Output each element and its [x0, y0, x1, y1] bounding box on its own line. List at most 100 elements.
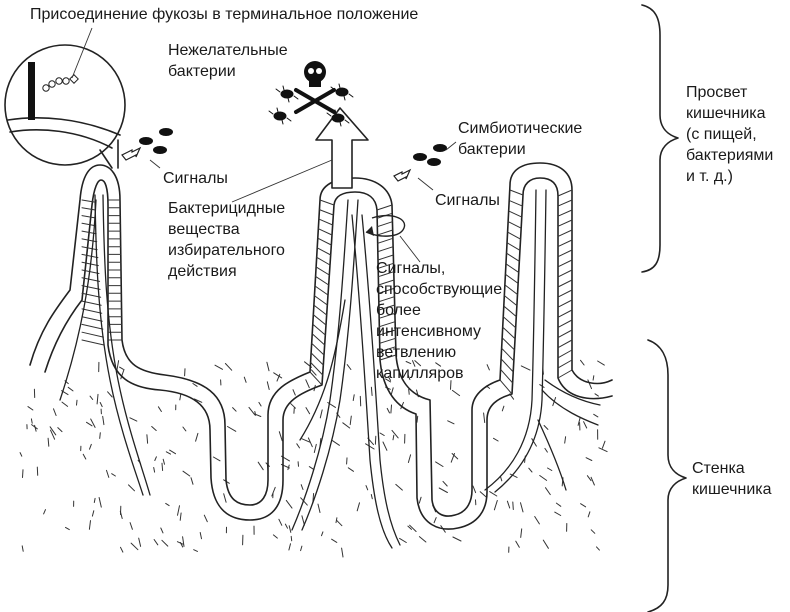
epithelial-cell-divider	[557, 329, 573, 339]
tissue-stroke	[61, 401, 69, 407]
epithelial-cell-divider	[81, 323, 104, 330]
tissue-stroke	[203, 514, 208, 523]
epithelial-cell-divider	[309, 371, 323, 386]
tissue-stroke	[301, 515, 305, 526]
tissue-stroke	[165, 451, 171, 455]
tissue-stroke	[67, 386, 74, 392]
tissue-stroke	[392, 434, 395, 441]
tissue-stroke	[545, 487, 551, 496]
tissue-stroke	[506, 500, 511, 509]
tissue-stroke	[300, 484, 304, 490]
epithelial-cell-divider	[501, 347, 515, 362]
tissue-stroke	[266, 381, 270, 390]
epithelial-cell-divider	[557, 219, 573, 227]
epithelial-cell-divider	[557, 249, 573, 258]
epithelial-cell-divider	[81, 246, 98, 251]
fucose-label: Присоединение фукозы в терминальное поло…	[30, 6, 419, 23]
tissue-stroke	[227, 426, 237, 432]
tissue-stroke	[182, 536, 185, 547]
tissue-stroke	[520, 528, 523, 538]
epithelial-cell-divider	[557, 339, 573, 349]
tissue-stroke	[82, 453, 87, 460]
tissue-stroke	[162, 458, 165, 465]
tissue-stroke	[438, 487, 448, 493]
tissue-stroke	[543, 425, 549, 430]
tissue-stroke	[596, 546, 600, 551]
epithelial-cell-divider	[378, 321, 396, 328]
tissue-stroke	[370, 386, 373, 396]
epithelial-cell-divider	[557, 189, 573, 197]
tissue-stroke	[346, 364, 352, 370]
epithelial-cell-divider	[319, 199, 335, 206]
tissue-stroke	[400, 401, 404, 410]
tissue-stroke	[435, 461, 444, 467]
tissue-stroke	[391, 429, 399, 439]
tissue-stroke	[590, 529, 596, 534]
tissue-stroke	[451, 389, 461, 397]
tissue-stroke	[161, 539, 169, 547]
tissue-stroke	[555, 502, 562, 507]
tissue-stroke	[214, 364, 223, 370]
tissue-stroke	[479, 491, 487, 498]
tissue-stroke	[284, 523, 288, 529]
epithelial-cell-divider	[81, 222, 97, 227]
tissue-stroke	[99, 432, 101, 439]
tissue-stroke	[88, 520, 91, 530]
tissue-stroke	[408, 388, 410, 395]
tissue-stroke	[435, 362, 442, 367]
epithelial-cell-divider	[316, 247, 332, 256]
lumen-brace	[641, 4, 679, 273]
tissue-stroke	[271, 486, 276, 497]
epithelial-cell-divider	[316, 256, 331, 266]
epithelial-cell-divider	[315, 266, 330, 276]
tissue-stroke	[370, 494, 373, 500]
tissue-stroke	[53, 408, 57, 416]
tissue-stroke	[528, 467, 533, 473]
epithelial-cell-divider	[557, 359, 573, 369]
tissue-stroke	[336, 519, 343, 527]
epithelial-cell-divider	[311, 342, 325, 356]
tissue-stroke	[590, 476, 595, 486]
tissue-stroke	[193, 549, 198, 552]
tissue-stroke	[442, 480, 448, 487]
tissue-stroke	[580, 359, 585, 366]
epithelial-cell-divider	[81, 253, 99, 259]
epithelial-cell-divider	[310, 352, 324, 366]
epithelial-cell-divider	[557, 279, 573, 288]
epithelial-cell-divider	[379, 354, 397, 361]
signals-right-label: Сигналы	[435, 192, 500, 209]
tissue-stroke	[190, 477, 194, 485]
epithelial-cell-divider	[499, 379, 513, 395]
tissue-stroke	[542, 539, 549, 549]
tissue-stroke	[395, 483, 403, 491]
epithelial-cell-divider	[508, 210, 523, 218]
tissue-stroke	[278, 431, 283, 442]
tissue-stroke	[157, 406, 162, 412]
epithelial-cell-divider	[378, 312, 396, 319]
tissue-stroke	[341, 547, 344, 558]
tissue-stroke	[49, 426, 57, 436]
tissue-stroke	[96, 393, 99, 405]
tissue-stroke	[414, 360, 422, 367]
tissue-stroke	[116, 360, 120, 371]
epithelial-cell-divider	[502, 316, 517, 329]
epithelial-cell-divider	[557, 229, 573, 237]
wall-brace	[647, 339, 687, 612]
epithelial-cell-divider	[376, 221, 393, 228]
tissue-stroke	[580, 503, 587, 508]
tissue-stroke	[500, 476, 503, 482]
tissue-stroke	[290, 403, 296, 409]
tissue-stroke	[385, 378, 392, 383]
epithelial-cell-divider	[503, 295, 518, 307]
epithelial-cell-divider	[312, 323, 326, 336]
tissue-stroke	[266, 361, 270, 372]
tissue-stroke	[483, 412, 486, 423]
tissue-stroke	[594, 393, 599, 397]
tissue-stroke	[165, 502, 170, 507]
tissue-stroke	[120, 369, 125, 380]
tissue-stroke	[331, 439, 340, 446]
